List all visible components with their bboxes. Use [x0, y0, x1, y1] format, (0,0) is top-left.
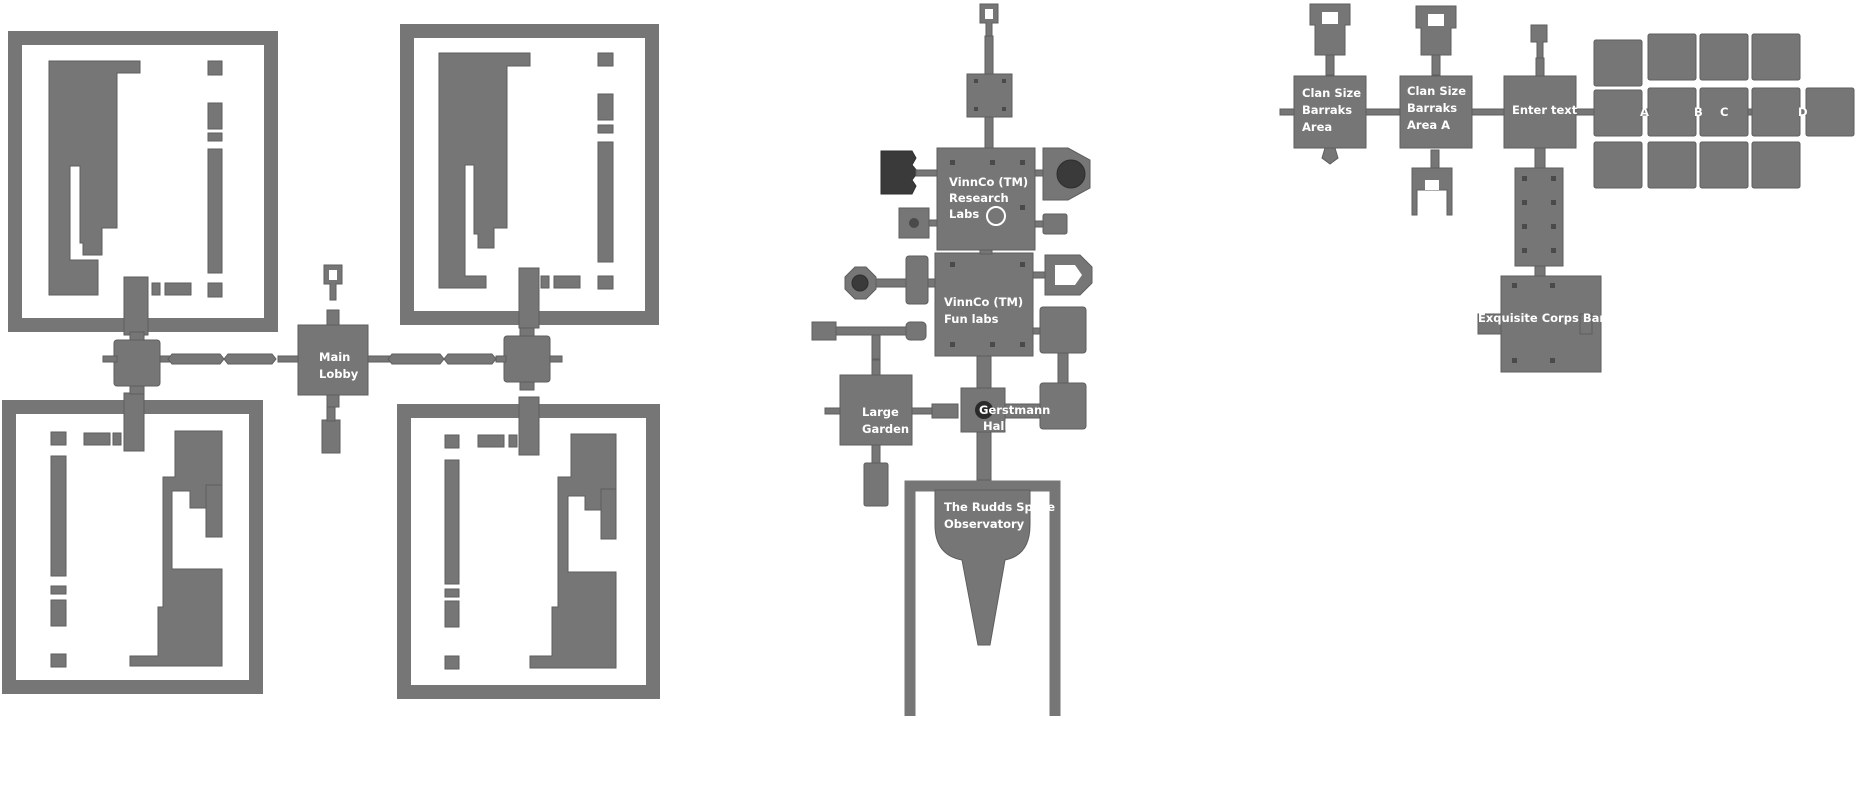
research-labs[interactable]: VinnCo (TM) Research Labs	[936, 147, 1036, 251]
barraks-area-line-1: Clan Size	[1302, 86, 1361, 100]
storage-grid: A B C D	[1593, 33, 1855, 189]
observatory-line-2: Observatory	[944, 517, 1025, 531]
wing-bottom-right	[397, 396, 660, 699]
fun-labs[interactable]: VinnCo (TM) Fun labs	[934, 249, 1034, 357]
grid-label-a: A	[1640, 105, 1649, 119]
research-labs-line-2: Research	[949, 191, 1009, 205]
grid-label-b: B	[1694, 105, 1703, 119]
gerstmann-hall[interactable]: Gerstmann Hall	[960, 387, 1050, 433]
barraks-area-a[interactable]: Clan Size Barraks Area A	[1399, 75, 1473, 149]
barraks-area-a-line-2: Barraks	[1407, 101, 1457, 115]
main-lobby-label-2: Lobby	[319, 367, 359, 381]
barraks-area-line-2: Barraks	[1302, 103, 1352, 117]
mech-3	[1411, 149, 1453, 216]
barraks-area-line-3: Area	[1302, 120, 1332, 134]
observatory-line-1: The Rudds Space	[944, 500, 1055, 514]
gerstmann-hall-line-2: Hall	[983, 419, 1008, 433]
barraks-area-a-line-1: Clan Size	[1407, 84, 1466, 98]
main-lobby-line-1: Main	[319, 350, 350, 364]
grid-label-d: D	[1798, 105, 1808, 119]
wing-top-right	[400, 24, 659, 329]
center-complex: VinnCo (TM) Research Labs VinnCo (TM) Fu…	[811, 3, 1093, 716]
fun-labs-line-2: Fun labs	[944, 312, 999, 326]
fun-labs-line-1: VinnCo (TM)	[944, 295, 1023, 309]
main-lobby[interactable]: Main Lobby	[297, 264, 369, 454]
grid-label-c: C	[1720, 105, 1728, 119]
left-complex: Main Lobby	[2, 24, 660, 699]
observatory[interactable]: The Rudds Space Observatory	[904, 480, 1061, 716]
wing-bottom-left	[2, 392, 263, 694]
large-garden-line-2: Garden	[862, 422, 909, 436]
large-garden-line-1: Large	[862, 405, 899, 419]
barraks-area[interactable]: Clan Size Barraks Area	[1293, 75, 1367, 165]
left-corridors	[102, 327, 563, 395]
mech-2	[1415, 5, 1457, 76]
research-labs-line-3: Labs	[949, 207, 979, 221]
mech-1	[1309, 3, 1351, 76]
large-garden[interactable]: Large Garden	[824, 359, 933, 507]
enter-text-room[interactable]: Enter text	[1503, 75, 1578, 149]
research-labs-line-1: VinnCo (TM)	[949, 175, 1028, 189]
corps-barracks-label: Exquisite Corps Barra	[1478, 311, 1618, 325]
right-complex: Clan Size Barraks Area Clan Size Barraks…	[1279, 3, 1855, 373]
corps-barracks[interactable]: Exquisite Corps Barra	[1477, 275, 1618, 373]
gerstmann-hall-line-1: Gerstmann	[979, 403, 1050, 417]
main-lobby-line-2: Lobby	[319, 367, 359, 381]
main-lobby-label: Main	[319, 350, 350, 364]
wing-top-left	[8, 31, 278, 336]
barraks-area-a-line-3: Area A	[1407, 118, 1450, 132]
enter-text-label: Enter text	[1512, 103, 1578, 117]
